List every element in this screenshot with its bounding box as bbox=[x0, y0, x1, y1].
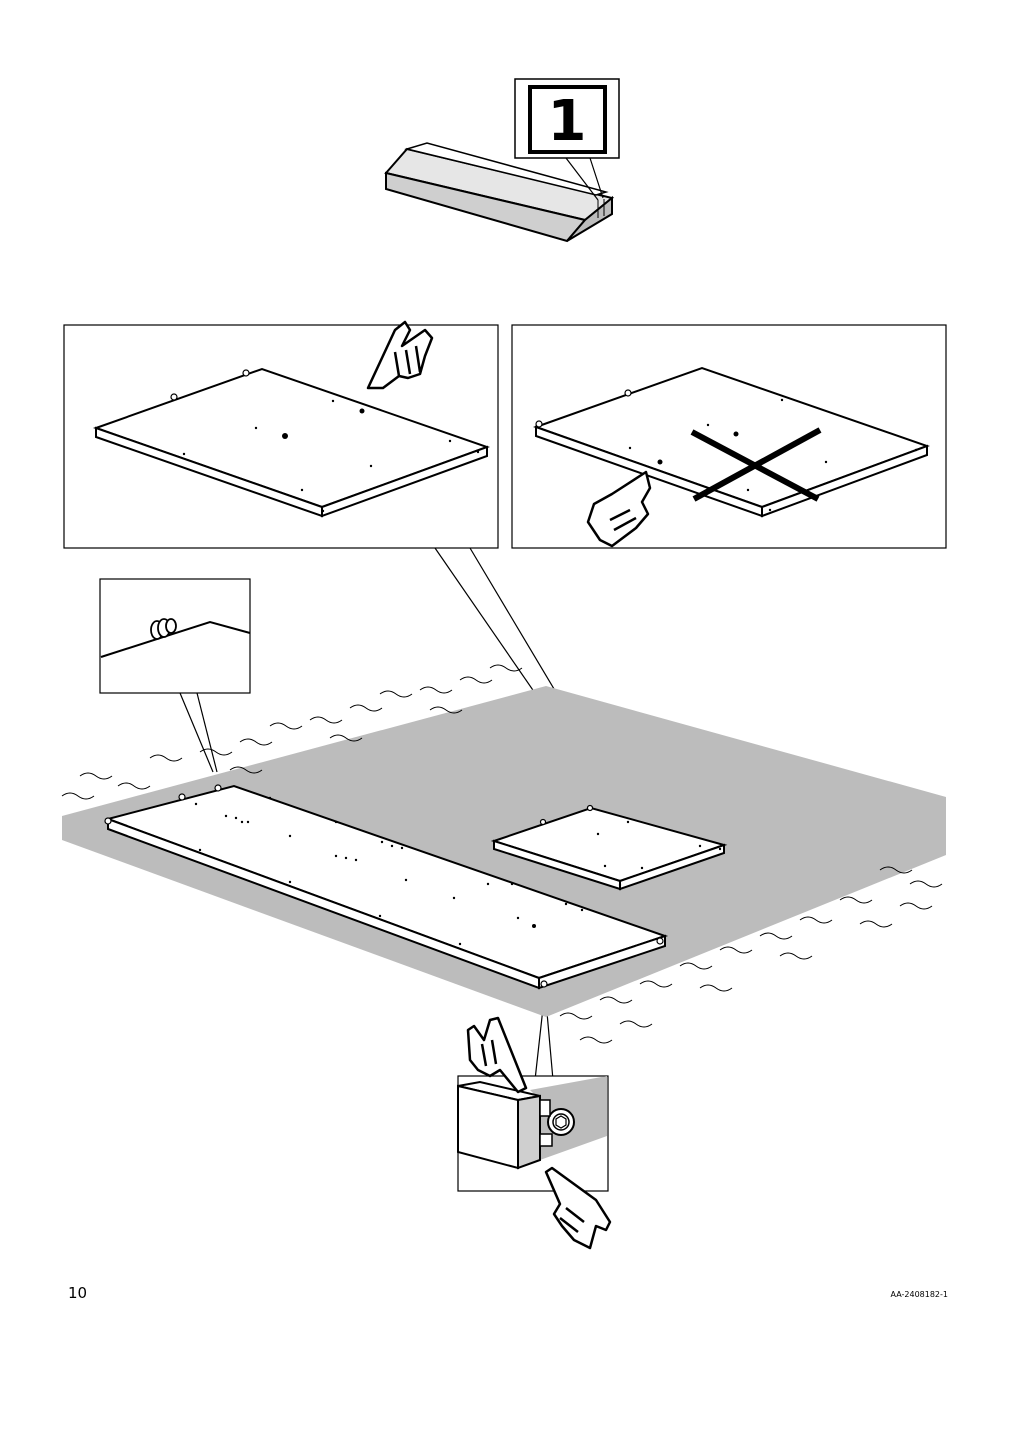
floor-texture bbox=[61, 664, 943, 1044]
pointing-hand-icon bbox=[466, 1016, 528, 1094]
page-number: 10 bbox=[68, 1284, 88, 1302]
package-box-illustration bbox=[384, 142, 615, 243]
cam-lock-detail-panel bbox=[457, 1016, 612, 1250]
wrong-orientation-panel bbox=[511, 324, 947, 549]
correct-orientation-panel bbox=[63, 320, 499, 549]
dowel-detail-panel bbox=[99, 578, 251, 694]
long-panel-board bbox=[104, 784, 669, 990]
pointing-hand-icon bbox=[544, 1166, 612, 1250]
pointing-hand-icon bbox=[366, 320, 434, 390]
small-panel-board bbox=[490, 804, 728, 891]
document-code: AA-2408182-1 bbox=[890, 1290, 948, 1299]
step-number-box: 1 bbox=[514, 78, 620, 201]
pointing-hand-icon bbox=[586, 470, 652, 548]
step-number: 1 bbox=[548, 89, 587, 154]
